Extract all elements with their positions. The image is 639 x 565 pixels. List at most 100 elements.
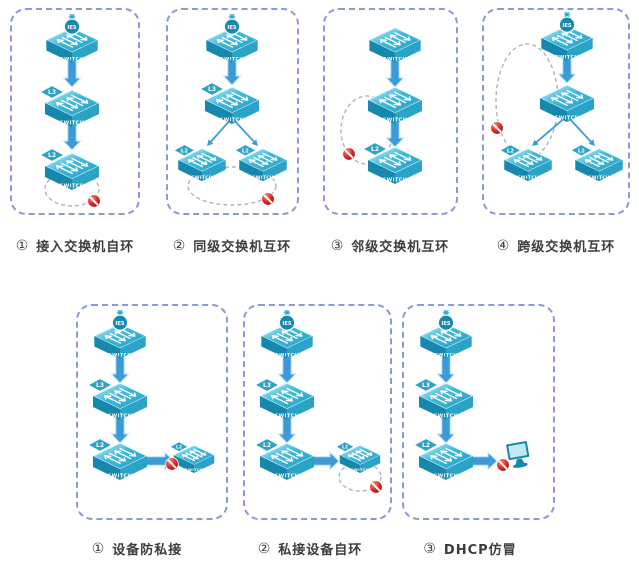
pc-monitor-icon [505, 440, 531, 468]
caption-private-device-self-loop: ② 私接设备自环 [258, 539, 363, 559]
layer-flag: L2 [86, 437, 114, 453]
switch-label: SWITCH [275, 352, 298, 358]
caption-label: 邻级交换机互环 [351, 240, 450, 255]
ies-badge-label: IES [115, 321, 125, 327]
forbidden-icon [261, 192, 275, 206]
layer-flag: L3 [86, 377, 114, 393]
switch-label: SWITCH [434, 474, 459, 480]
layer-flag-label: L2 [507, 148, 514, 154]
switch-label: SWITCH [108, 414, 133, 420]
caption-cross-level-switch-loop: ④ 跨级交换机互环 [497, 236, 616, 256]
switch-arrows-glyph [186, 152, 217, 167]
caption-label: DHCP仿冒 [443, 543, 517, 558]
forbidden-icon [369, 480, 383, 494]
switch-label: SWITCH [185, 468, 203, 472]
switch-arrows-glyph [102, 387, 138, 404]
switch-arrows-glyph [583, 152, 614, 167]
caption-number: ① [15, 237, 30, 254]
link-arrowhead [532, 139, 539, 146]
link-line [534, 115, 568, 145]
switch-label: SWITCH [517, 175, 539, 181]
switch-arrows-glyph [54, 94, 90, 111]
link-arrow [277, 356, 297, 384]
layer-flag-label: L2 [181, 148, 188, 154]
layer-flag: L2 [38, 147, 66, 163]
antenna-icon [228, 13, 236, 20]
ies-badge-label: IES [67, 25, 77, 31]
layer-flag-label: L2 [342, 444, 348, 450]
switch-label: SWITCH [555, 116, 580, 122]
ies-badge-label: IES [227, 25, 237, 31]
switch-label: SWITCH [434, 352, 457, 358]
layer-flag-label: L3 [422, 382, 430, 389]
link-arrow [385, 60, 405, 88]
switch-label: SWITCH [252, 175, 274, 181]
layer-flag: L2 [412, 437, 440, 453]
switch-label: SWITCH [191, 175, 213, 181]
switch-label: SWITCH [351, 468, 369, 472]
caption-label: 同级交换机互环 [193, 240, 292, 255]
link-arrowhead [207, 139, 214, 146]
switch-arrows-glyph [512, 152, 543, 167]
switch-arrows-glyph [550, 30, 584, 46]
switch-label: SWITCH [60, 121, 85, 127]
switch-arrows-glyph [54, 157, 90, 174]
switch-icon-l2: SWITCH L2 [498, 144, 553, 182]
caption-label: 设备防私接 [112, 543, 183, 558]
link-arrow [470, 451, 498, 471]
switch-label: SWITCH [275, 414, 300, 420]
switch-arrows-glyph [269, 447, 305, 464]
switch-label: SWITCH [434, 414, 459, 420]
switch-label: SWITCH [108, 352, 131, 358]
caption-label: 跨级交换机互环 [517, 240, 616, 255]
switch-icon-l3: SWITCH L3 [86, 377, 149, 420]
switch-label: SWITCH [60, 56, 83, 62]
switch-icon-plain: SWITCH [368, 27, 422, 63]
forbidden-icon [496, 458, 510, 472]
layer-flag: L2 [335, 441, 355, 453]
link-line [566, 115, 593, 144]
layer-flag-label: L2 [176, 444, 182, 450]
switch-label: SWITCH [383, 118, 408, 124]
switch-arrows-glyph [347, 448, 374, 461]
switch-icon-l2: SWITCH L2 [169, 441, 216, 473]
layer-flag: L3 [412, 377, 440, 393]
switch-icon-plain: SWITCH [538, 84, 596, 122]
switch-arrows-glyph [378, 32, 412, 48]
ies-badge-label: IES [282, 321, 292, 327]
layer-flag: L2 [253, 437, 281, 453]
caption-adjacent-switch-loop: ③ 邻级交换机互环 [331, 236, 450, 256]
switch-label: SWITCH [383, 56, 406, 62]
forbidden-icon [87, 194, 101, 208]
layer-flag-label: L3 [96, 382, 104, 389]
forbidden-icon [342, 147, 356, 161]
link-arrow [436, 416, 456, 444]
caption-peer-switch-loop: ② 同级交换机互环 [173, 236, 292, 256]
antenna-icon [563, 11, 571, 18]
caption-dhcp-spoofing: ③ DHCP仿冒 [423, 539, 517, 559]
switch-arrows-glyph [55, 32, 89, 48]
switch-label: SWITCH [275, 474, 300, 480]
layer-flag: L2 [361, 141, 389, 157]
switch-icon-l3: SWITCH L3 [412, 377, 475, 420]
link-arrow [277, 416, 297, 444]
layer-flag: L2 [569, 144, 593, 157]
switch-label: SWITCH [220, 56, 243, 62]
link-arrowhead [251, 139, 258, 146]
layer-flag: L3 [253, 377, 281, 393]
caption-number: ① [91, 540, 106, 557]
